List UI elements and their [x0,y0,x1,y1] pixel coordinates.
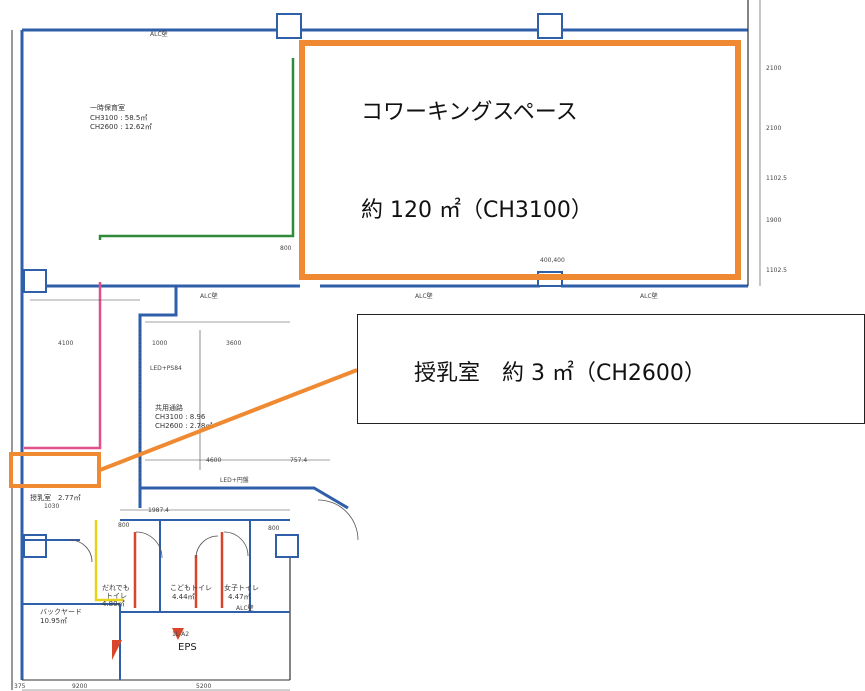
corridor-ch3100: CH3100 : 8.96 [155,413,206,421]
dim-9200: 9200 [72,683,87,690]
alc-wall-bottom: ALC壁 [236,604,254,612]
alc-wall-far: ALC壁 [640,292,658,300]
columns [23,13,563,558]
dim-400-400: 400,400 [540,257,565,264]
interior-walls [22,519,290,680]
backyard-area: 10.95㎡ [40,617,67,625]
coworking-callout: コワーキングスペース 約 120 ㎡（CH3100） [299,40,741,280]
backyard-label: バックヤード [40,608,82,616]
dim-1030: 1030 [44,503,59,510]
pink-partition [24,282,102,450]
dim-1000: 1000 [152,340,167,347]
dim-4600: 4600 [206,457,221,464]
plan-labels: 一時保育室 CH3100 : 58.5㎡ CH2600 : 12.62㎡ 共用通… [30,30,658,653]
dim-1900: 1900 [766,217,781,224]
childcare-ch2600: CH2600 : 12.62㎡ [90,123,152,131]
anyone-toilet-area: 4.80㎡ [102,600,125,608]
dim-2100b: 2100 [766,125,781,132]
corridor-title: 共用通路 [155,403,183,412]
dim-4100: 4100 [58,340,73,347]
anyone-toilet-label: だれでも [102,584,130,592]
womens-toilet-area: 4.47㎡ [228,593,251,601]
eps-hatch [112,628,184,660]
corridor-ch2600: CH2600 : 2.78㎡ [155,422,212,430]
yellow-partition [94,520,124,602]
alc-wall-top: ALC壁 [150,30,168,38]
dim-800b: 800 [268,525,280,532]
led-light-label2: LED+PS84 [150,365,182,372]
dim-757: 757.4 [290,457,307,464]
alc-wall-mid: ALC壁 [200,292,218,300]
womens-toilet-label: 女子トイレ [224,583,259,592]
dim-1987: 1987.4 [148,507,169,514]
alc-wall-right: ALC壁 [415,292,433,300]
anyone-toilet-label2: トイレ [106,592,127,600]
nursing-room-highlight [9,452,101,488]
childcare-ch3100: CH3100 : 58.5㎡ [90,114,147,122]
childcare-title: 一時保育室 [90,103,125,112]
dim-3600: 3600 [226,340,241,347]
green-partition [98,58,295,240]
dim-5200: 5200 [196,683,211,690]
dim-800: 800 [280,245,292,252]
nursing-room-callout: 授乳室 約 3 ㎡（CH2600） [357,314,865,424]
nursing-room-callout-text: 授乳室 約 3 ㎡（CH2600） [414,361,706,386]
nursing-small-label: 授乳室 2.77㎡ [30,493,81,502]
dim-375: 375 [14,683,26,690]
dim-800c: 800 [118,522,130,529]
coworking-area: 約 120 ㎡（CH3100） [361,198,593,223]
door-arcs [69,499,359,563]
label-1la2: 1L-A2 [172,631,189,638]
dimension-labels: 400,400 800 4100 1000 3600 4600 757.4 19… [14,65,787,690]
dim-2100a: 2100 [766,65,781,72]
red-partitions [133,532,224,608]
eps-label: EPS [178,642,197,653]
kids-toilet-label: こどもトイレ [170,584,212,592]
kids-toilet-area: 4.44㎡ [172,593,195,601]
coworking-title: コワーキングスペース [361,100,578,125]
led-light-label: LED+円盤 [220,476,249,484]
dim-1102b: 1102.5 [766,267,787,274]
callout-leader-line [99,368,358,472]
outer-walls [11,0,749,690]
dim-1102a: 1102.5 [766,175,787,182]
